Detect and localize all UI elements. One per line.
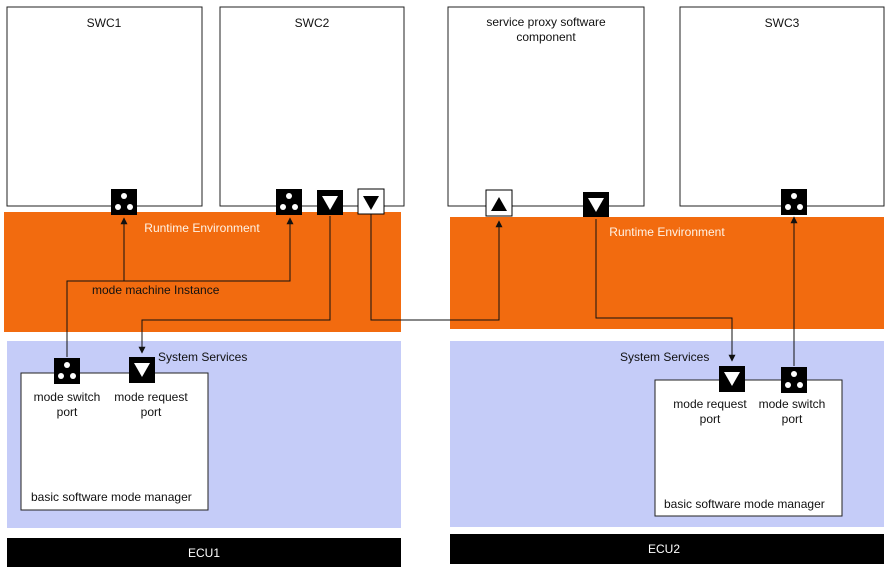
- swc2-mode-request-port-icon: [317, 190, 343, 215]
- ecu1-bsw-mode-request-port-icon: [129, 357, 155, 383]
- ecu1-label: ECU1: [188, 546, 220, 560]
- swc3-label: SWC3: [765, 16, 800, 30]
- ecu1-rte-label: Runtime Environment: [144, 221, 260, 235]
- ecu1-request-connector: [138, 216, 331, 354]
- proxy-swc-box: [447, 6, 645, 207]
- ecu1-bsw-mode-manager: [20, 372, 209, 511]
- ecu1-switch-connector: [66, 217, 128, 357]
- proxy-swc-label-line2: component: [516, 30, 576, 44]
- ecu2-switch-port-label-line2: port: [782, 412, 803, 426]
- ecu2-bsw-mode-request-port-icon: [719, 366, 745, 392]
- swc1-mode-switch-port-icon: [111, 189, 137, 215]
- ecu2-bsw-title: basic software mode manager: [664, 497, 825, 511]
- ecu2-request-connector: [595, 219, 736, 362]
- ecu2-request-port-label-line1: mode request: [673, 397, 747, 411]
- ecu1-bsw-mode-switch-port-icon: [54, 358, 80, 384]
- ecu1-rte-band: [4, 212, 401, 332]
- swc3-mode-switch-port-icon: [781, 189, 807, 215]
- mode-machine-instance-label: mode machine Instance: [92, 283, 220, 297]
- ecu1-request-port-label-line2: port: [141, 405, 162, 419]
- swc2-provided-port-icon: [357, 188, 385, 215]
- ecu1-bsw-title: basic software mode manager: [31, 490, 192, 504]
- ecu1-switch-to-swc2-connector: [124, 217, 294, 282]
- ecu2-bsw-mode-switch-port-icon: [781, 367, 807, 393]
- ecu2-system-services-label: System Services: [620, 350, 709, 364]
- ecu2-bsw-mode-manager: [654, 379, 843, 517]
- ecu1-bar: [7, 538, 401, 567]
- swc3-box: [679, 6, 885, 207]
- ecu1-switch-port-label-line2: port: [57, 405, 78, 419]
- cross-ecu-connector: [370, 214, 503, 321]
- swc1-label: SWC1: [87, 16, 122, 30]
- ecu1-request-port-label-line1: mode request: [114, 390, 188, 404]
- proxy-swc-label-line1: service proxy software: [486, 15, 606, 29]
- ecu2-switch-port-label-line1: mode switch: [759, 397, 826, 411]
- ecu1-system-services-label: System Services: [158, 350, 247, 364]
- ecu2-label: ECU2: [648, 542, 680, 556]
- proxy-mode-request-port-icon: [583, 192, 609, 217]
- swc2-label: SWC2: [295, 16, 330, 30]
- ecu1-switch-port-label-line1: mode switch: [34, 390, 101, 404]
- swc2-mode-switch-port-icon: [276, 189, 302, 215]
- proxy-required-port-icon: [485, 189, 513, 217]
- ecu2-bar: [450, 534, 884, 564]
- ecu2-rte-label: Runtime Environment: [609, 225, 725, 239]
- ecu2-rte-band: [450, 217, 884, 329]
- swc1-box: [6, 6, 203, 207]
- ecu2-request-port-label-line2: port: [700, 412, 721, 426]
- swc2-box: [219, 6, 405, 207]
